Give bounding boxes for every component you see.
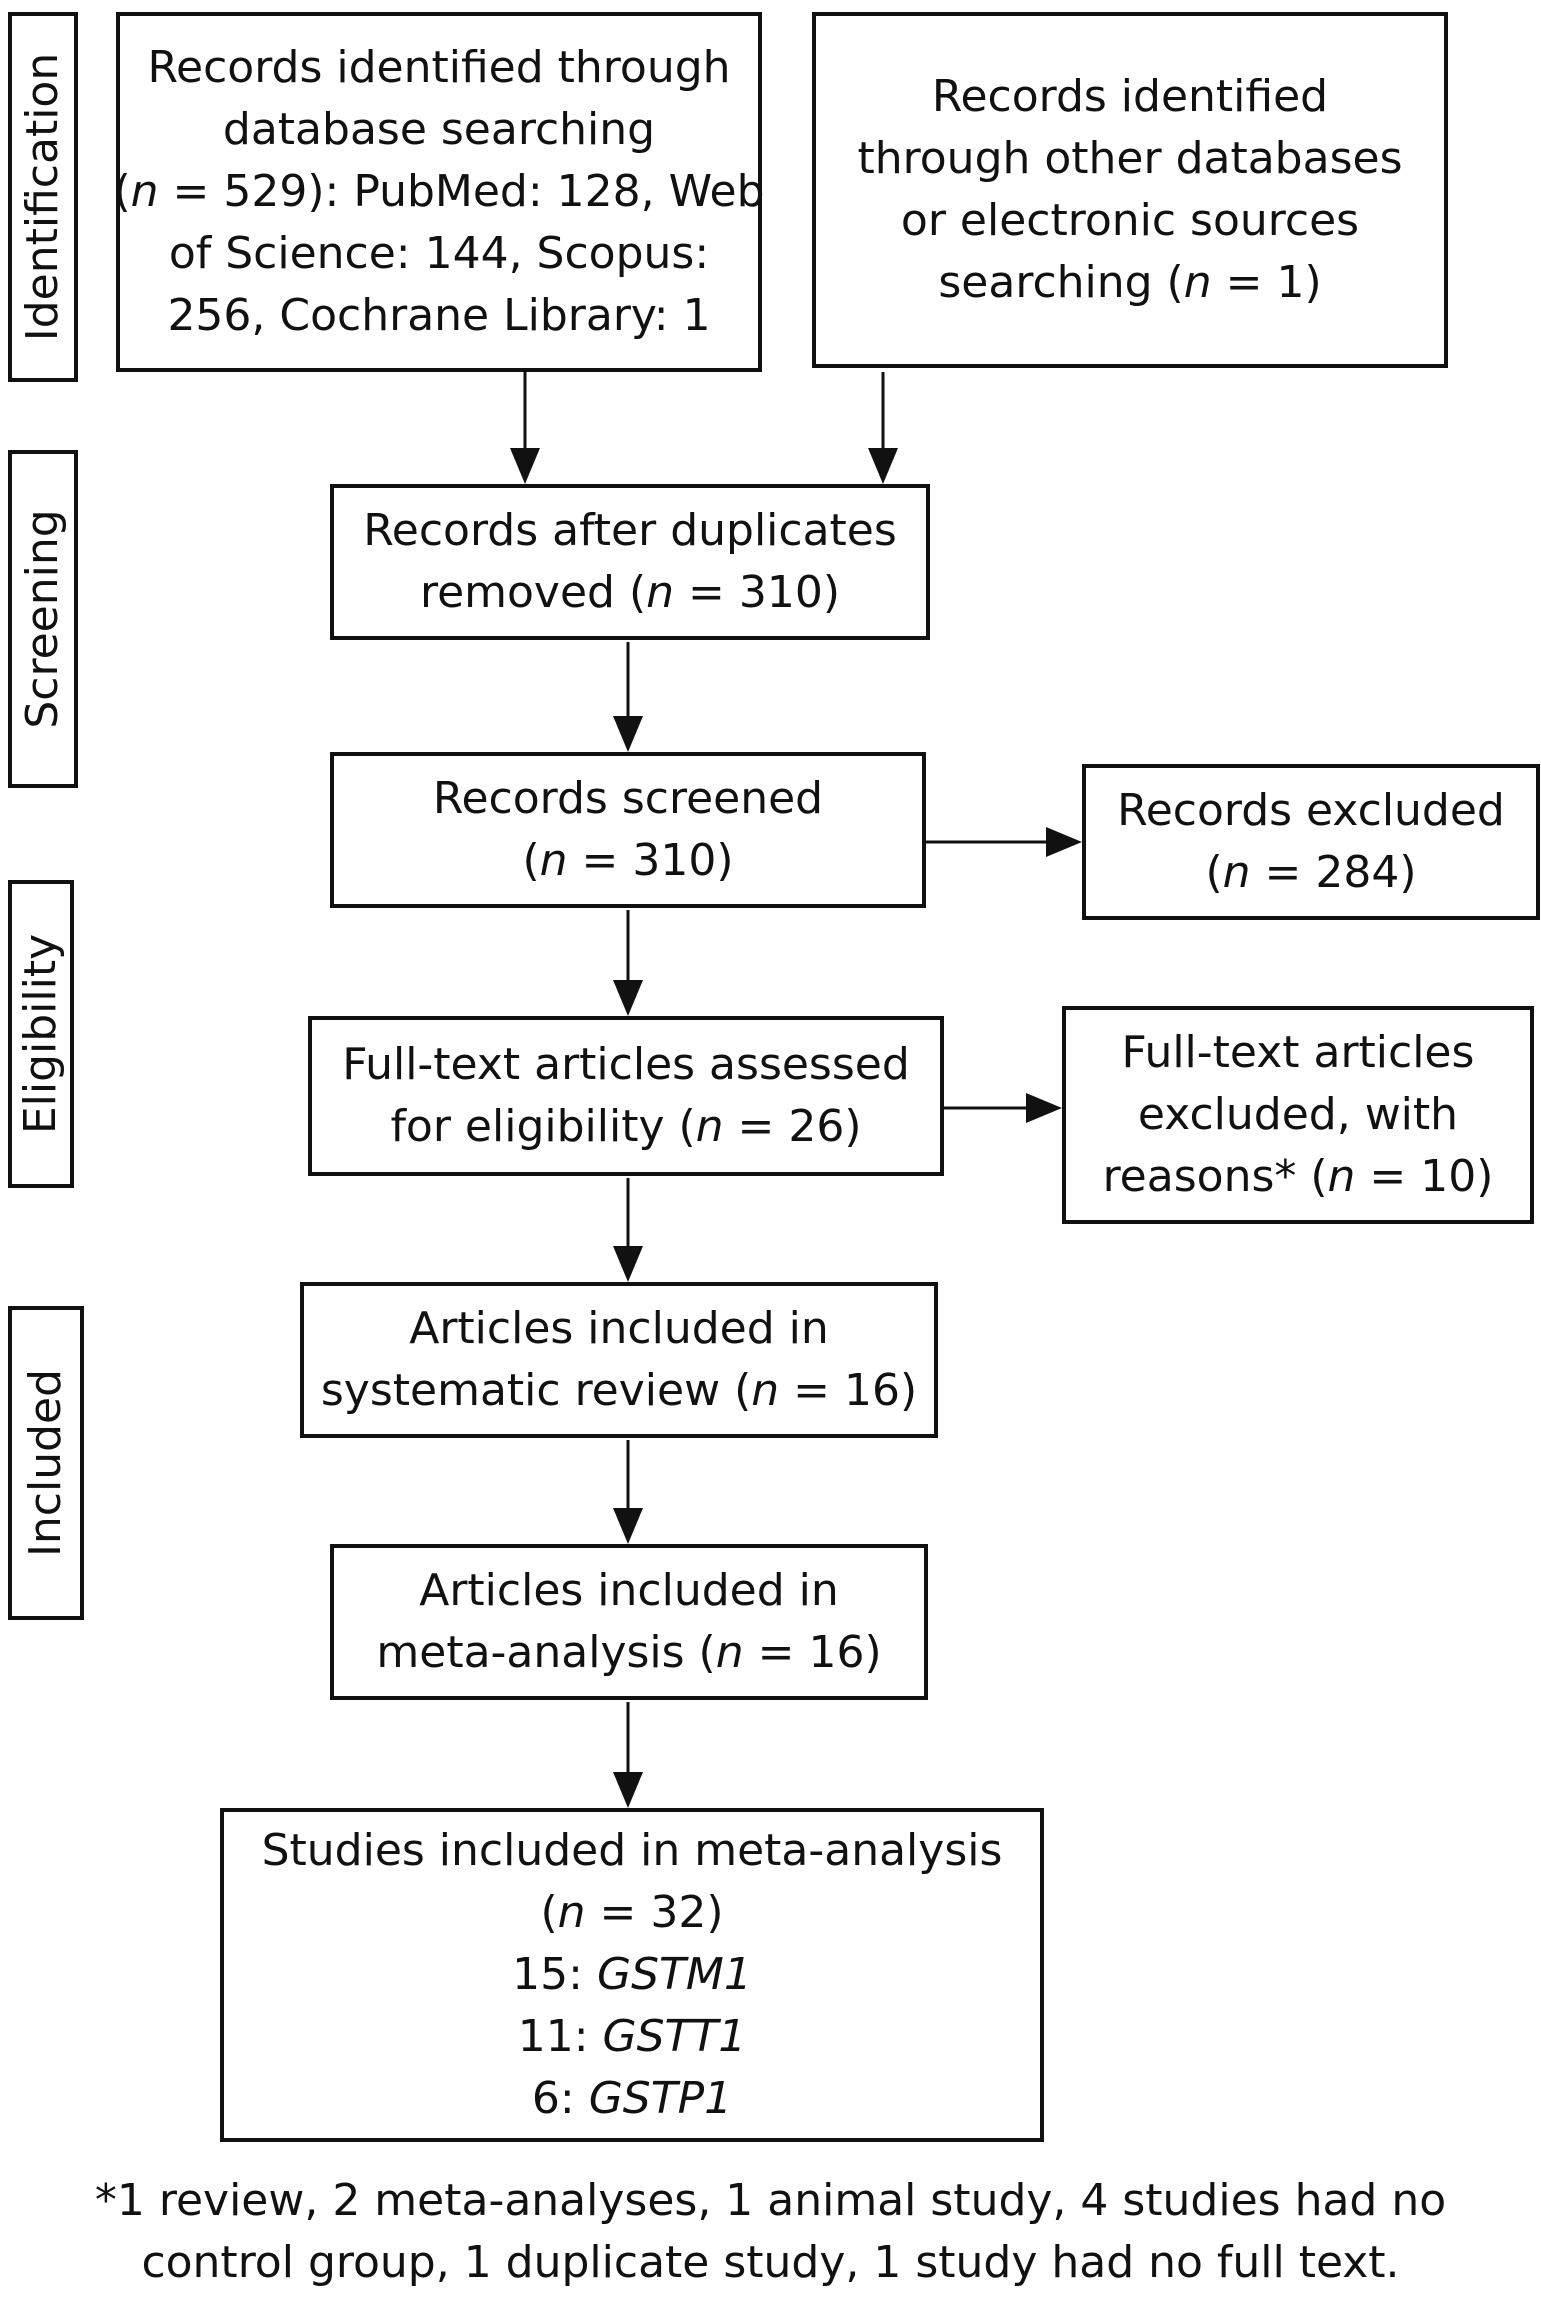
footnote-line-2: control group, 1 duplicate study, 1 stud…	[141, 2237, 1400, 2288]
stage-identification: Identification	[8, 12, 78, 382]
box-fulltext-assessed: Full-text articles assessed for eligibil…	[308, 1016, 944, 1176]
stage-eligibility-label: Eligibility	[15, 933, 66, 1135]
box-duplicates-removed: Records after duplicates removed (n = 31…	[330, 484, 930, 640]
box-records-screened: Records screened (n = 310)	[330, 752, 926, 908]
arrowhead	[868, 448, 898, 484]
box-systematic-review: Articles included in systematic review (…	[300, 1282, 938, 1438]
box-other-sources: Records identified through other databas…	[812, 12, 1448, 368]
arrowhead	[613, 716, 643, 752]
stage-screening-label: Screening	[17, 509, 68, 729]
box-records-excluded: Records excluded (n = 284)	[1082, 764, 1540, 920]
gene-gstt1: 11: GSTT1	[517, 2011, 747, 2062]
box-meta-analysis-articles: Articles included in meta-analysis (n = …	[330, 1544, 928, 1700]
gene-gstm1: 15: GSTM1	[512, 1949, 752, 2000]
arrowhead	[613, 1246, 643, 1282]
footnote-line-1: *1 review, 2 meta-analyses, 1 animal stu…	[94, 2175, 1447, 2226]
arrowhead	[1026, 1093, 1062, 1123]
stage-screening: Screening	[8, 450, 78, 788]
arrowhead	[1046, 827, 1082, 857]
box-meta-analysis-studies: Studies included in meta-analysis (n = 3…	[220, 1808, 1044, 2142]
arrowhead	[510, 448, 540, 484]
box-fulltext-excluded: Full-text articles excluded, with reason…	[1062, 1006, 1534, 1224]
stage-identification-label: Identification	[17, 52, 68, 342]
stage-eligibility: Eligibility	[8, 880, 74, 1188]
stage-included: Included	[8, 1306, 84, 1620]
arrowhead	[613, 980, 643, 1016]
arrowhead	[613, 1772, 643, 1808]
stage-included-label: Included	[20, 1368, 71, 1558]
box-database-search: Records identified through database sear…	[113, 12, 765, 372]
footnote: *1 review, 2 meta-analyses, 1 animal stu…	[0, 2170, 1541, 2294]
gene-gstp1: 6: GSTP1	[531, 2073, 733, 2124]
arrowhead	[613, 1508, 643, 1544]
